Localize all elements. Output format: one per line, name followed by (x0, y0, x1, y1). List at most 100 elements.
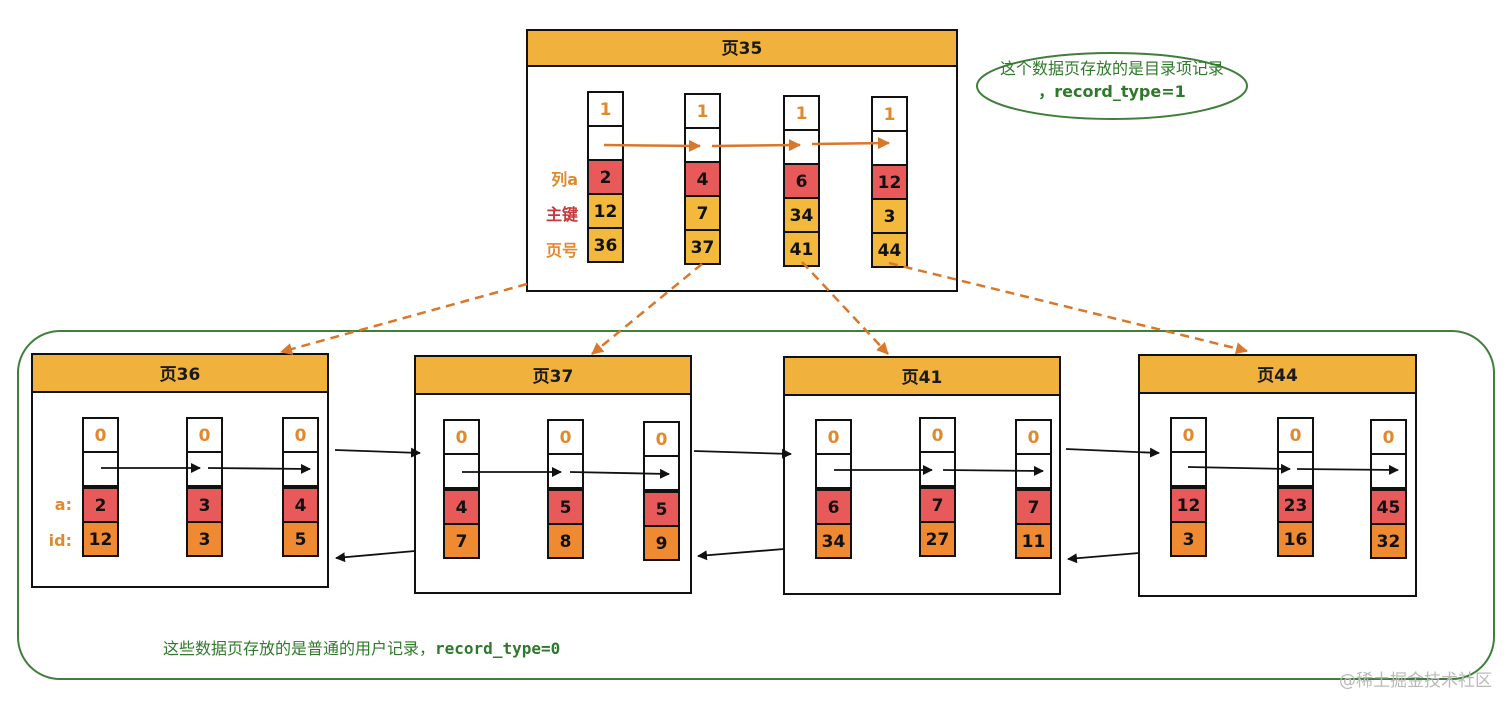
page-number-cell-value: 37 (691, 238, 715, 258)
id-cell (643, 525, 680, 561)
leaf-next-pointer-arrow (1296, 464, 1399, 475)
id-cell-value: 5 (295, 530, 307, 550)
next-page-arrow (334, 447, 421, 458)
a-cell-value: 45 (1377, 498, 1401, 518)
next-pointer-cell (783, 129, 820, 165)
a-cell-value: 7 (1028, 498, 1040, 518)
root-page-header (526, 29, 958, 67)
col-a-cell (587, 159, 624, 195)
leaf-next-pointer-arrow (942, 465, 1044, 476)
child-page-arrow (888, 261, 1248, 355)
record-type-cell-value: 0 (295, 426, 307, 446)
child-page-arrow (801, 261, 889, 355)
record-type-cell-value: 0 (1383, 428, 1395, 448)
next-page-arrow (1065, 447, 1160, 458)
root-next-pointer-arrow (711, 139, 801, 152)
a-cell-value: 4 (295, 496, 307, 516)
a-cell (547, 489, 584, 525)
leaf-page-title: 页37 (533, 367, 574, 387)
leaf-record: 058 (547, 419, 584, 559)
id-cell-value: 3 (1183, 530, 1195, 550)
leaf-label-id: id: (49, 531, 72, 550)
legend-page-label: 页号 (546, 241, 578, 260)
id-cell (1170, 521, 1207, 557)
leaf-page-title: 页44 (1257, 366, 1298, 386)
root-next-pointer-arrow (603, 139, 701, 152)
record-type-cell (643, 421, 680, 457)
next-pointer-cell (815, 453, 852, 489)
leaf-page-header (31, 353, 329, 393)
a-cell-value: 6 (828, 498, 840, 518)
record-type-cell (871, 96, 908, 132)
a-cell-value: 4 (456, 498, 468, 518)
page-number-cell-value: 36 (594, 236, 618, 256)
id-cell (547, 523, 584, 559)
prev-page-arrow (697, 548, 785, 561)
record-type-cell-value: 0 (828, 428, 840, 448)
a-cell-value: 2 (95, 496, 107, 516)
prev-page-arrow (1067, 552, 1140, 564)
record-type-cell-value: 0 (932, 426, 944, 446)
id-cell-value: 27 (926, 530, 950, 550)
id-cell (815, 523, 852, 559)
next-pointer-cell (186, 451, 223, 487)
id-cell-value: 12 (89, 530, 113, 550)
record-type-cell (587, 91, 624, 127)
record-type-cell-value: 1 (600, 100, 612, 120)
col-a-cell-value: 6 (796, 172, 808, 192)
a-cell-value: 5 (560, 498, 572, 518)
record-type-cell-value: 1 (796, 104, 808, 124)
a-cell-value: 23 (1284, 496, 1308, 516)
leaf-record: 0 4 5 (282, 417, 319, 557)
a-cell (443, 489, 480, 525)
col-a-cell-value: 2 (600, 168, 612, 188)
id-cell (1277, 521, 1314, 557)
leaf-note-cn: 这些数据页存放的是普通的用户记录， (163, 639, 435, 658)
col-a-cell (871, 164, 908, 200)
next-pointer-cell (587, 125, 624, 161)
leaf-note-code: record_type=0 (435, 639, 560, 658)
record-type-cell (684, 93, 721, 129)
next-page-arrow (693, 448, 792, 459)
child-page-arrow (591, 263, 703, 355)
id-cell-value: 16 (1284, 530, 1308, 550)
leaf-page-body (31, 391, 329, 588)
record-type-cell-value: 0 (456, 428, 468, 448)
leaf-page-header (1138, 354, 1417, 394)
record-type-cell-value: 0 (1290, 426, 1302, 446)
leaf-page-title: 页36 (160, 365, 201, 385)
primary-key-cell-value: 3 (884, 207, 896, 227)
a-cell (1277, 487, 1314, 523)
legend-key-label: 主键 (546, 205, 578, 224)
root-page-title: 页35 (722, 39, 763, 59)
next-pointer-cell (82, 451, 119, 487)
record-type-cell (1015, 419, 1052, 455)
child-page-arrow (280, 282, 528, 355)
record-type-cell-value: 0 (95, 426, 107, 446)
col-a-cell-value: 12 (878, 173, 902, 193)
id-cell-value: 11 (1022, 532, 1046, 552)
id-cell-value: 9 (656, 534, 668, 554)
record-type-cell (783, 95, 820, 131)
root-note-line2: ，record_type=1 (1038, 82, 1186, 101)
leaf-record: 047 (443, 419, 480, 559)
leaf-level-container (17, 330, 1495, 680)
col-a-cell-value: 4 (697, 170, 709, 190)
leaf-record: 033 (186, 417, 223, 557)
next-pointer-cell (919, 451, 956, 487)
page-number-cell-value: 41 (790, 240, 814, 260)
record-type-cell-value: 1 (697, 102, 709, 122)
id-cell (1370, 523, 1407, 559)
next-pointer-cell (1170, 451, 1207, 487)
a-cell-value: 7 (932, 496, 944, 516)
col-a-cell (783, 163, 820, 199)
leaf-page: 页36 0 2 12 033 0 4 5 (31, 353, 329, 588)
